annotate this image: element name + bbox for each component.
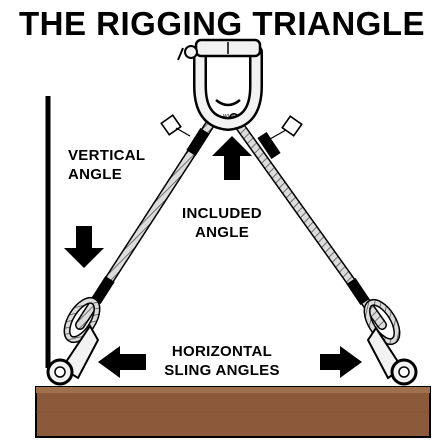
right-sling-eye	[363, 298, 401, 346]
included-angle-label-line-1: INCLUDED	[182, 205, 262, 222]
horizontal-sling-angles-label-line-2: SLING ANGLES	[164, 362, 280, 379]
left-arrow-icon	[98, 346, 146, 378]
shackle: WLL	[177, 38, 263, 132]
up-arrow-icon	[212, 136, 252, 180]
right-lifting-lug	[366, 326, 418, 386]
load-beam	[35, 386, 431, 438]
right-sling-leg	[229, 113, 387, 330]
svg-text:WLL: WLL	[223, 114, 234, 120]
horizontal-sling-angles-label: HORIZONTAL SLING ANGLES	[0, 342, 444, 380]
left-sling-leg	[75, 113, 219, 330]
down-arrow-icon	[64, 226, 104, 268]
right-arrow-icon	[320, 346, 362, 378]
horizontal-sling-angles-label-line-1: HORIZONTAL	[171, 343, 273, 360]
vertical-angle-label-line-2: ANGLE	[68, 166, 122, 183]
left-sling-eye	[63, 296, 101, 344]
included-angle-label: INCLUDED ANGLE	[0, 204, 444, 242]
included-angle-label-line-2: ANGLE	[195, 224, 249, 241]
left-sling-tag	[160, 114, 191, 137]
vertical-angle-label: VERTICAL ANGLE	[68, 146, 145, 184]
vertical-angle-label-line-1: VERTICAL	[68, 147, 146, 164]
left-lifting-lug	[46, 324, 100, 386]
diagram-title: THE RIGGING TRIANGLE	[19, 5, 425, 42]
right-sling-tag	[269, 115, 303, 140]
